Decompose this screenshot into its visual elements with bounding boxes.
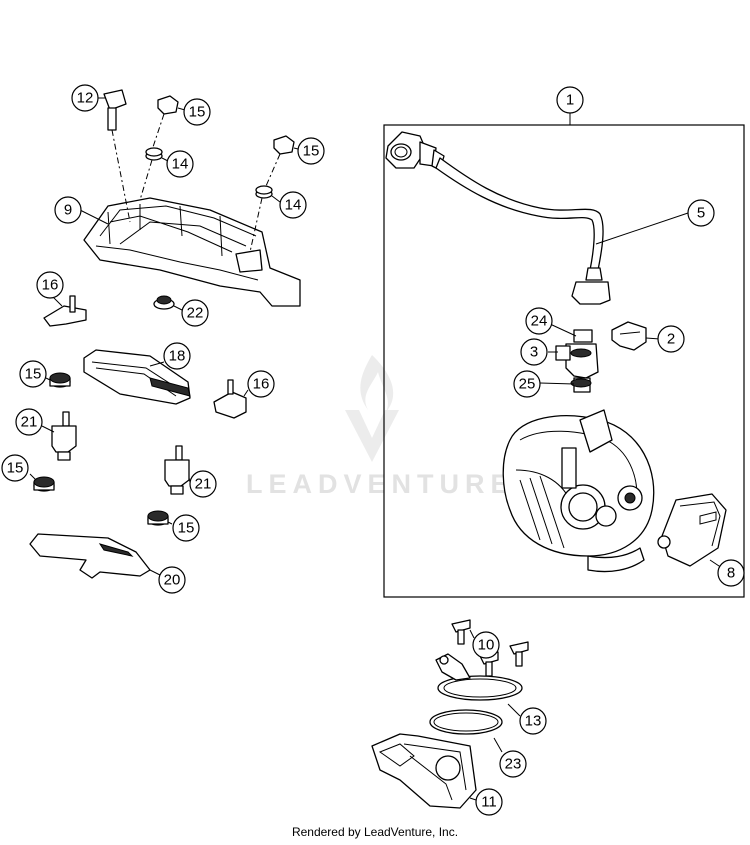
callout-2: 2 [657,325,685,353]
injector-part-3 [539,323,599,393]
callout-16b: 16 [247,370,275,398]
svg-text:21: 21 [195,476,212,493]
housing-part-11 [371,733,477,809]
callout-8: 8 [717,559,745,587]
svg-text:12: 12 [77,90,94,107]
svg-text:5: 5 [697,205,705,222]
svg-text:16: 16 [42,277,59,294]
callout-5: 5 [687,199,715,227]
callout-14a: 14 [166,150,194,178]
callout-25: 25 [513,370,541,398]
throttle-body [502,409,655,573]
svg-text:11: 11 [481,794,497,811]
cover-part-9 [79,197,301,307]
svg-text:13: 13 [525,713,542,730]
bolt-part-12 [98,89,131,223]
sensor-part-8 [657,493,727,569]
svg-text:14: 14 [285,197,302,214]
svg-text:16: 16 [253,376,270,393]
sensor-part-21-a [41,411,77,461]
svg-text:15: 15 [7,460,24,477]
clip-part-2 [611,321,661,351]
svg-text:23: 23 [505,756,522,773]
callout-15d: 15 [1,454,29,482]
callout-10: 10 [472,631,500,659]
bracket-part-16-b [213,379,249,419]
grommet-part-22 [153,295,183,311]
svg-text:1: 1 [566,92,574,109]
svg-text:2: 2 [667,331,675,348]
nut-part-15-top-b [265,135,299,187]
svg-text:15: 15 [189,104,206,121]
washer-part-14-b [249,185,281,253]
callout-12: 12 [71,84,99,112]
plate-part-20 [29,533,161,579]
svg-text:21: 21 [21,414,38,431]
svg-text:15: 15 [178,520,195,537]
o-ring-part-23 [429,709,503,753]
nut-part-15-left-a [45,372,71,388]
callout-9: 9 [54,196,82,224]
svg-text:9: 9 [64,202,72,219]
svg-text:18: 18 [169,348,186,365]
module-part-18 [83,349,191,405]
callout-3: 3 [520,338,548,366]
callout-13: 13 [519,707,547,735]
svg-text:8: 8 [727,565,735,582]
footer-credit: Rendered by LeadVenture, Inc. [292,825,458,839]
nut-part-15-left-b [29,473,55,492]
callout-15a: 15 [183,98,211,126]
bracket-part-16-a [43,295,87,327]
callout-1: 1 [556,86,584,114]
svg-text:10: 10 [478,637,495,654]
watermark-text: LEADVENTURE [246,469,515,499]
svg-text:22: 22 [187,305,204,322]
callout-15b: 15 [297,137,325,165]
svg-text:24: 24 [531,313,548,330]
nut-part-15-top-a [151,95,186,151]
svg-text:14: 14 [172,156,189,173]
washer-part-14-a [139,147,169,201]
callout-15c: 15 [19,360,47,388]
callout-15e: 15 [172,514,200,542]
svg-text:25: 25 [519,376,536,393]
callout-18: 18 [163,342,191,370]
sensor-part-21-b [164,445,191,495]
callout-16a: 16 [36,271,64,299]
callout-24: 24 [525,307,553,335]
callout-21a: 21 [15,408,43,436]
watermark-logo [345,355,399,462]
callout-21b: 21 [189,470,217,498]
callout-20: 20 [158,566,186,594]
assembly-box [383,124,745,598]
callout-14b: 14 [279,191,307,219]
fuel-line-part-5 [385,131,689,305]
callout-11: 11 [475,788,503,816]
nut-part-15-left-c [147,510,173,526]
callout-23: 23 [499,750,527,778]
svg-text:15: 15 [25,366,42,383]
svg-text:3: 3 [530,344,538,361]
svg-text:15: 15 [303,143,320,160]
callout-22: 22 [181,299,209,327]
clamp-part-13 [435,653,523,717]
svg-text:20: 20 [164,572,181,589]
